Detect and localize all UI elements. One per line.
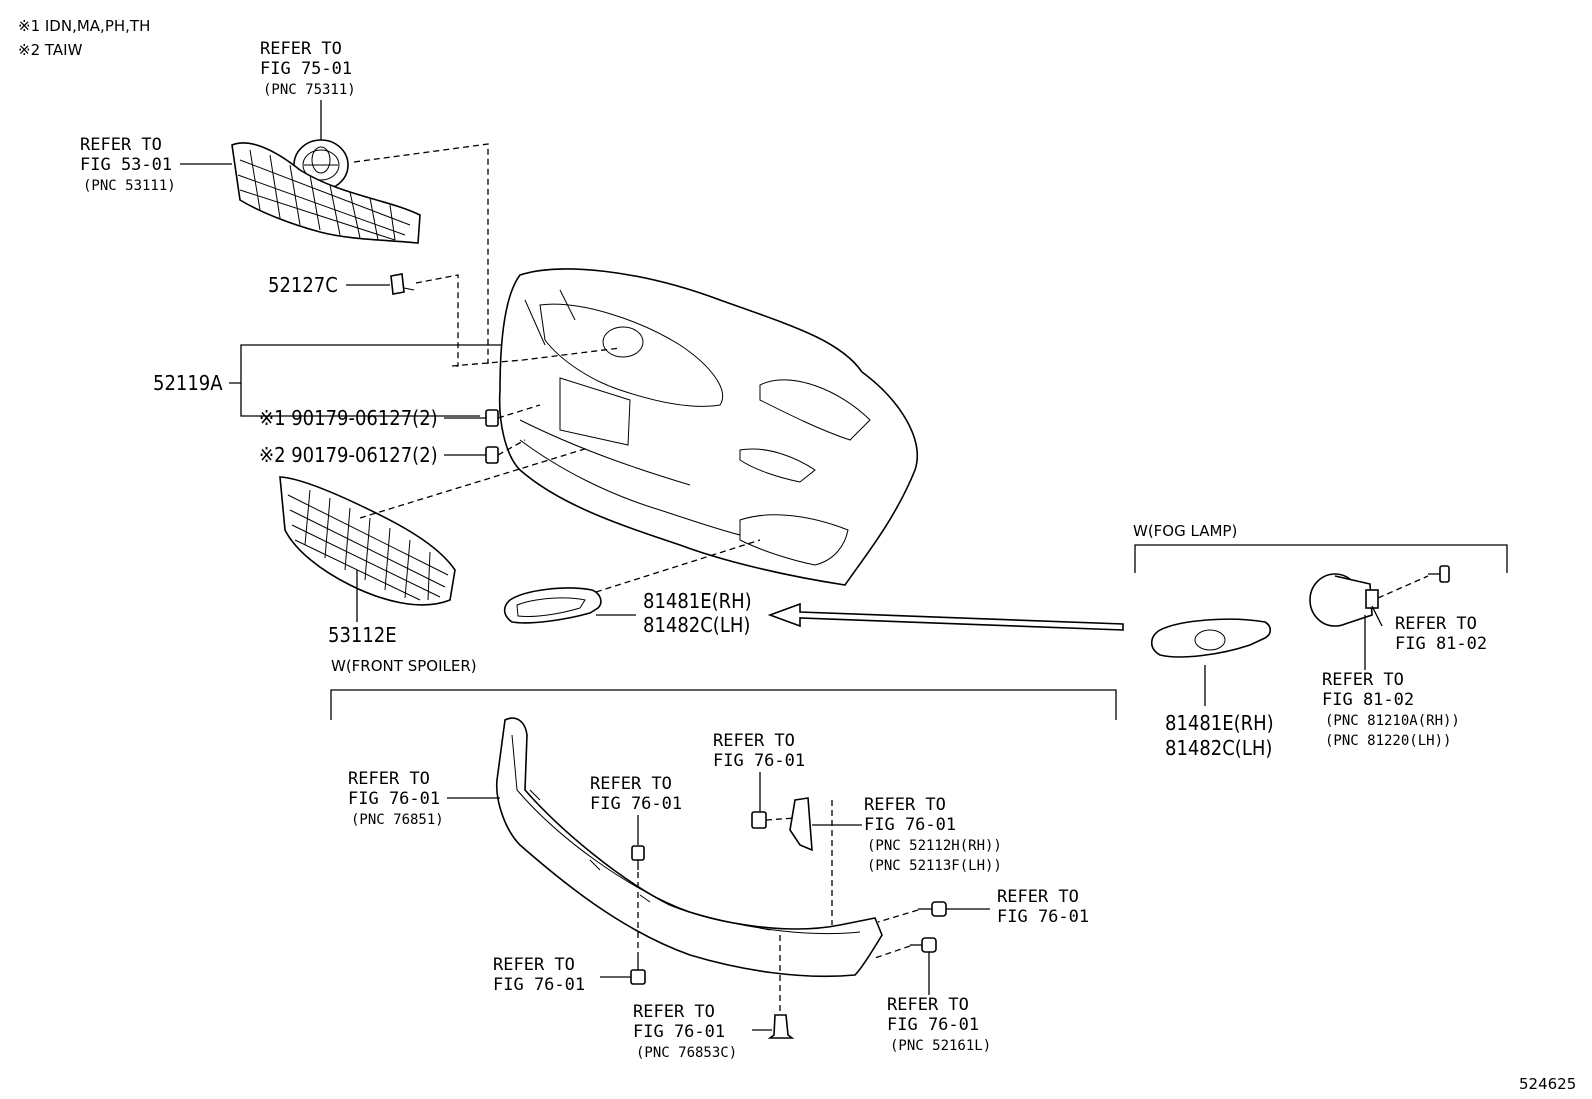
emblem-ref-line1: REFER TO — [260, 39, 342, 59]
part-clip-2: ※2 90179-06127(2) — [259, 443, 438, 467]
spoiler-nut-ref-line1: REFER TO — [713, 731, 795, 751]
spoiler-bracket-ref-line3: (PNC 52112H(RH)) — [867, 838, 1002, 854]
spoiler-screw-bottom-part — [910, 937, 937, 953]
spoiler-clip-bottom-part — [767, 1014, 795, 1039]
emblem-ref-line2: FIG 75-01 — [260, 59, 352, 79]
fog-lamp-part — [1309, 573, 1379, 627]
spoiler-bolt-bottom-part — [630, 955, 646, 985]
spoiler-nut-part — [751, 811, 767, 829]
spoiler-clip-bottom-ref-line1: REFER TO — [633, 1002, 715, 1022]
spoiler-clip-top-part — [631, 845, 645, 870]
part-clip-1: ※1 90179-06127(2) — [259, 406, 438, 430]
note-2: ※2 TAIW — [18, 41, 83, 59]
spoiler-screw-bottom-ref-line1: REFER TO — [887, 995, 969, 1015]
group-front-spoiler: W(FRONT SPOILER) — [331, 657, 477, 675]
part-52119A: 52119A — [153, 371, 223, 395]
arrow-fog-to-bezel — [767, 602, 1124, 631]
spoiler-nut-ref-line2: FIG 76-01 — [713, 751, 805, 771]
part-bezel-rh: 81481E(RH) — [643, 589, 752, 613]
spoiler-bracket-ref-line2: FIG 76-01 — [864, 815, 956, 835]
spoiler-bolt-bottom-ref-line1: REFER TO — [493, 955, 575, 975]
spoiler-screw-right-ref-line2: FIG 76-01 — [997, 907, 1089, 927]
bumper-cover-part — [498, 268, 918, 586]
spoiler-screw-right-ref-line1: REFER TO — [997, 887, 1079, 907]
upper-grille-part — [231, 142, 421, 244]
spoiler-bracket-ref-line1: REFER TO — [864, 795, 946, 815]
grille-ref-line2: FIG 53-01 — [80, 155, 172, 175]
note-1: ※1 IDN,MA,PH,TH — [18, 17, 150, 35]
spoiler-screw-right-part — [918, 901, 947, 917]
emblem-ref-line3: (PNC 75311) — [263, 82, 356, 98]
fog-bezel-part — [1150, 618, 1272, 658]
front-spoiler-part — [495, 717, 883, 978]
lower-grille-part — [279, 476, 456, 606]
fog-bolt-ref-line2: FIG 81-02 — [1395, 634, 1487, 654]
clip-52127C-part — [390, 273, 415, 295]
diagram-id: 524625 — [1519, 1075, 1576, 1093]
spoiler-screw-bottom-ref-line3: (PNC 52161L) — [890, 1038, 991, 1054]
spoiler-bracket-ref-line4: (PNC 52113F(LH)) — [867, 858, 1002, 874]
spoiler-ref-line3: (PNC 76851) — [351, 812, 444, 828]
fog-lamp-ref-line4: (PNC 81220(LH)) — [1325, 733, 1451, 749]
part-fog-bezel-rh: 81481E(RH) — [1165, 711, 1274, 735]
part-fog-bezel-lh: 81482C(LH) — [1165, 736, 1272, 760]
part-52127C: 52127C — [268, 273, 338, 297]
clip-1-part — [485, 409, 499, 427]
spoiler-clip-bottom-ref-line3: (PNC 76853C) — [636, 1045, 737, 1061]
spoiler-clip-bottom-ref-line2: FIG 76-01 — [633, 1022, 725, 1042]
spoiler-clip-top-ref-line2: FIG 76-01 — [590, 794, 682, 814]
fog-lamp-ref-line3: (PNC 81210A(RH)) — [1325, 713, 1460, 729]
group-fog-lamp: W(FOG LAMP) — [1133, 522, 1237, 540]
grille-ref-line1: REFER TO — [80, 135, 162, 155]
spoiler-screw-bottom-ref-line2: FIG 76-01 — [887, 1015, 979, 1035]
spoiler-bolt-bottom-ref-line2: FIG 76-01 — [493, 975, 585, 995]
spoiler-ref-line1: REFER TO — [348, 769, 430, 789]
spoiler-clip-top-ref-line1: REFER TO — [590, 774, 672, 794]
fog-bolt-ref-line1: REFER TO — [1395, 614, 1477, 634]
spoiler-ref-line2: FIG 76-01 — [348, 789, 440, 809]
bezel-part — [503, 587, 602, 624]
fog-lamp-ref-line1: REFER TO — [1322, 670, 1404, 690]
clip-2-part — [485, 446, 499, 464]
fog-bolt-part — [1428, 565, 1450, 583]
part-bezel-lh: 81482C(LH) — [643, 613, 750, 637]
fog-lamp-ref-line2: FIG 81-02 — [1322, 690, 1414, 710]
part-53112E: 53112E — [328, 623, 397, 647]
spoiler-bracket-part — [789, 797, 813, 852]
grille-ref-line3: (PNC 53111) — [83, 178, 176, 194]
